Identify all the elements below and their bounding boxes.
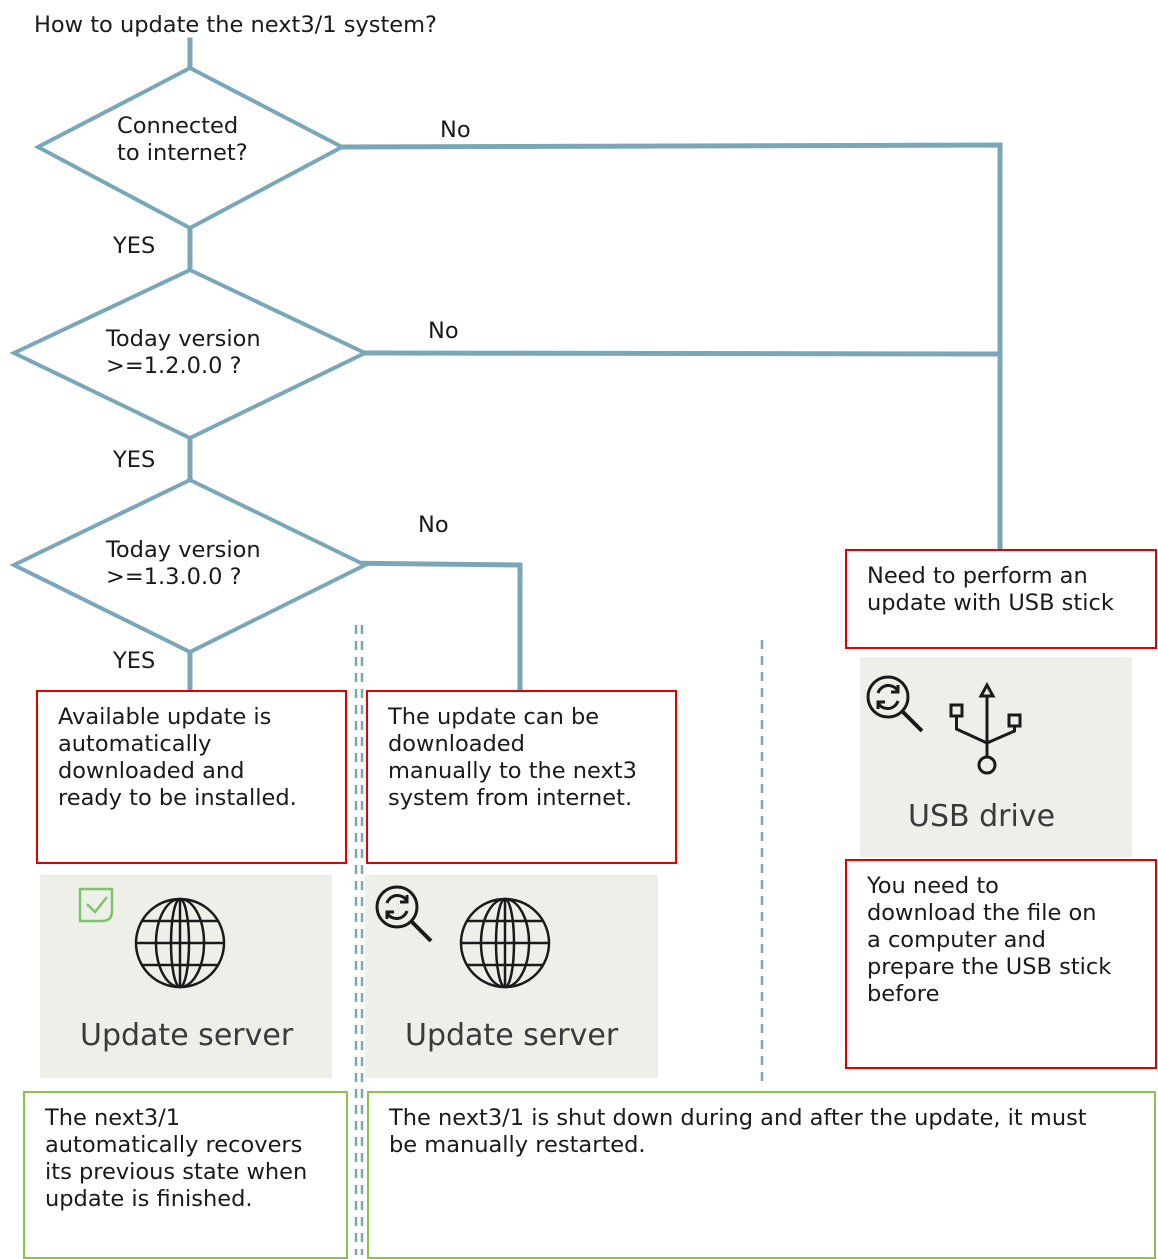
update-server-auto-panel: Update server <box>40 875 332 1078</box>
box-line: downloaded and <box>58 758 245 784</box>
search-refresh-icon <box>375 885 433 943</box>
box-line: Need to perform an <box>867 563 1088 589</box>
no-label-3: No <box>418 512 449 538</box>
box-line: You need to <box>867 873 999 899</box>
check-shield-icon <box>78 887 114 923</box>
auto-panel-icons <box>78 887 226 989</box>
decision-line: >=1.3.0.0 ? <box>106 564 242 590</box>
usb-drive-label: USB drive <box>908 799 1056 834</box>
usb-drive-panel: USB drive <box>860 657 1132 857</box>
update-server-manual-label: Update server <box>405 1018 619 1053</box>
box-line: downloaded <box>388 731 525 757</box>
box-line: automatically recovers <box>45 1132 303 1158</box>
outcome-manual-box: The update can be downloaded manually to… <box>366 690 677 864</box>
box-line: be manually restarted. <box>389 1132 646 1158</box>
globe-icon <box>134 897 226 989</box>
decision-internet-text: Connected to internet? <box>117 113 248 167</box>
no-label-1: No <box>440 117 471 143</box>
decision-line: Today version <box>106 326 261 352</box>
decision-version-1-2-text: Today version >=1.2.0.0 ? <box>106 326 261 380</box>
note-manual-box: The next3/1 is shut down during and afte… <box>367 1091 1156 1259</box>
decision-line: >=1.2.0.0 ? <box>106 353 242 379</box>
flow-line-no-1 <box>339 142 1003 551</box>
box-line: The update can be <box>388 704 600 730</box>
box-line: update with USB stick <box>867 590 1114 616</box>
decision-line: to internet? <box>117 140 248 166</box>
box-line: The next3/1 <box>45 1105 181 1131</box>
flow-line-no-2 <box>362 350 1003 357</box>
note-auto-box: The next3/1 automatically recovers its p… <box>23 1091 348 1259</box>
decision-line: Today version <box>106 537 261 563</box>
box-line: a computer and <box>867 927 1046 953</box>
box-line: system from internet. <box>388 785 633 811</box>
globe-icon <box>459 897 551 989</box>
box-line: Available update is <box>58 704 272 730</box>
yes-label-3: YES <box>113 648 156 674</box>
decision-diamond-internet <box>33 65 347 231</box>
decision-version-1-3-text: Today version >=1.3.0.0 ? <box>106 537 261 591</box>
box-line: its previous state when <box>45 1159 308 1185</box>
outcome-usb-box: Need to perform an update with USB stick <box>845 549 1157 649</box>
box-line: automatically <box>58 731 212 757</box>
decision-line: Connected <box>117 113 239 139</box>
box-line: download the file on <box>867 900 1097 926</box>
update-server-auto-label: Update server <box>80 1018 294 1053</box>
manual-panel-icons <box>375 885 551 989</box>
decision-diamond-version-1-3 <box>9 477 370 655</box>
flow-line-no-3 <box>339 560 523 693</box>
box-line: The next3/1 is shut down during and afte… <box>389 1105 1087 1131</box>
box-line: manually to the next3 <box>388 758 637 784</box>
update-server-manual-panel: Update server <box>365 875 658 1078</box>
outcome-usb-prep-box: You need to download the file on a compu… <box>845 859 1157 1069</box>
decision-diamond-version-1-2 <box>9 267 370 441</box>
yes-label-1: YES <box>113 233 156 259</box>
search-refresh-icon <box>866 675 924 733</box>
box-line: ready to be installed. <box>58 785 297 811</box>
usb-panel-icons <box>866 675 1022 775</box>
diagram-title: How to update the next3/1 system? <box>34 12 437 38</box>
box-line: prepare the USB stick <box>867 954 1112 980</box>
outcome-auto-box: Available update is automatically downlo… <box>36 690 347 864</box>
yes-label-2: YES <box>113 447 156 473</box>
no-label-2: No <box>428 318 459 344</box>
usb-icon <box>949 681 1022 775</box>
box-line: update is finished. <box>45 1186 253 1212</box>
box-line: before <box>867 981 940 1007</box>
